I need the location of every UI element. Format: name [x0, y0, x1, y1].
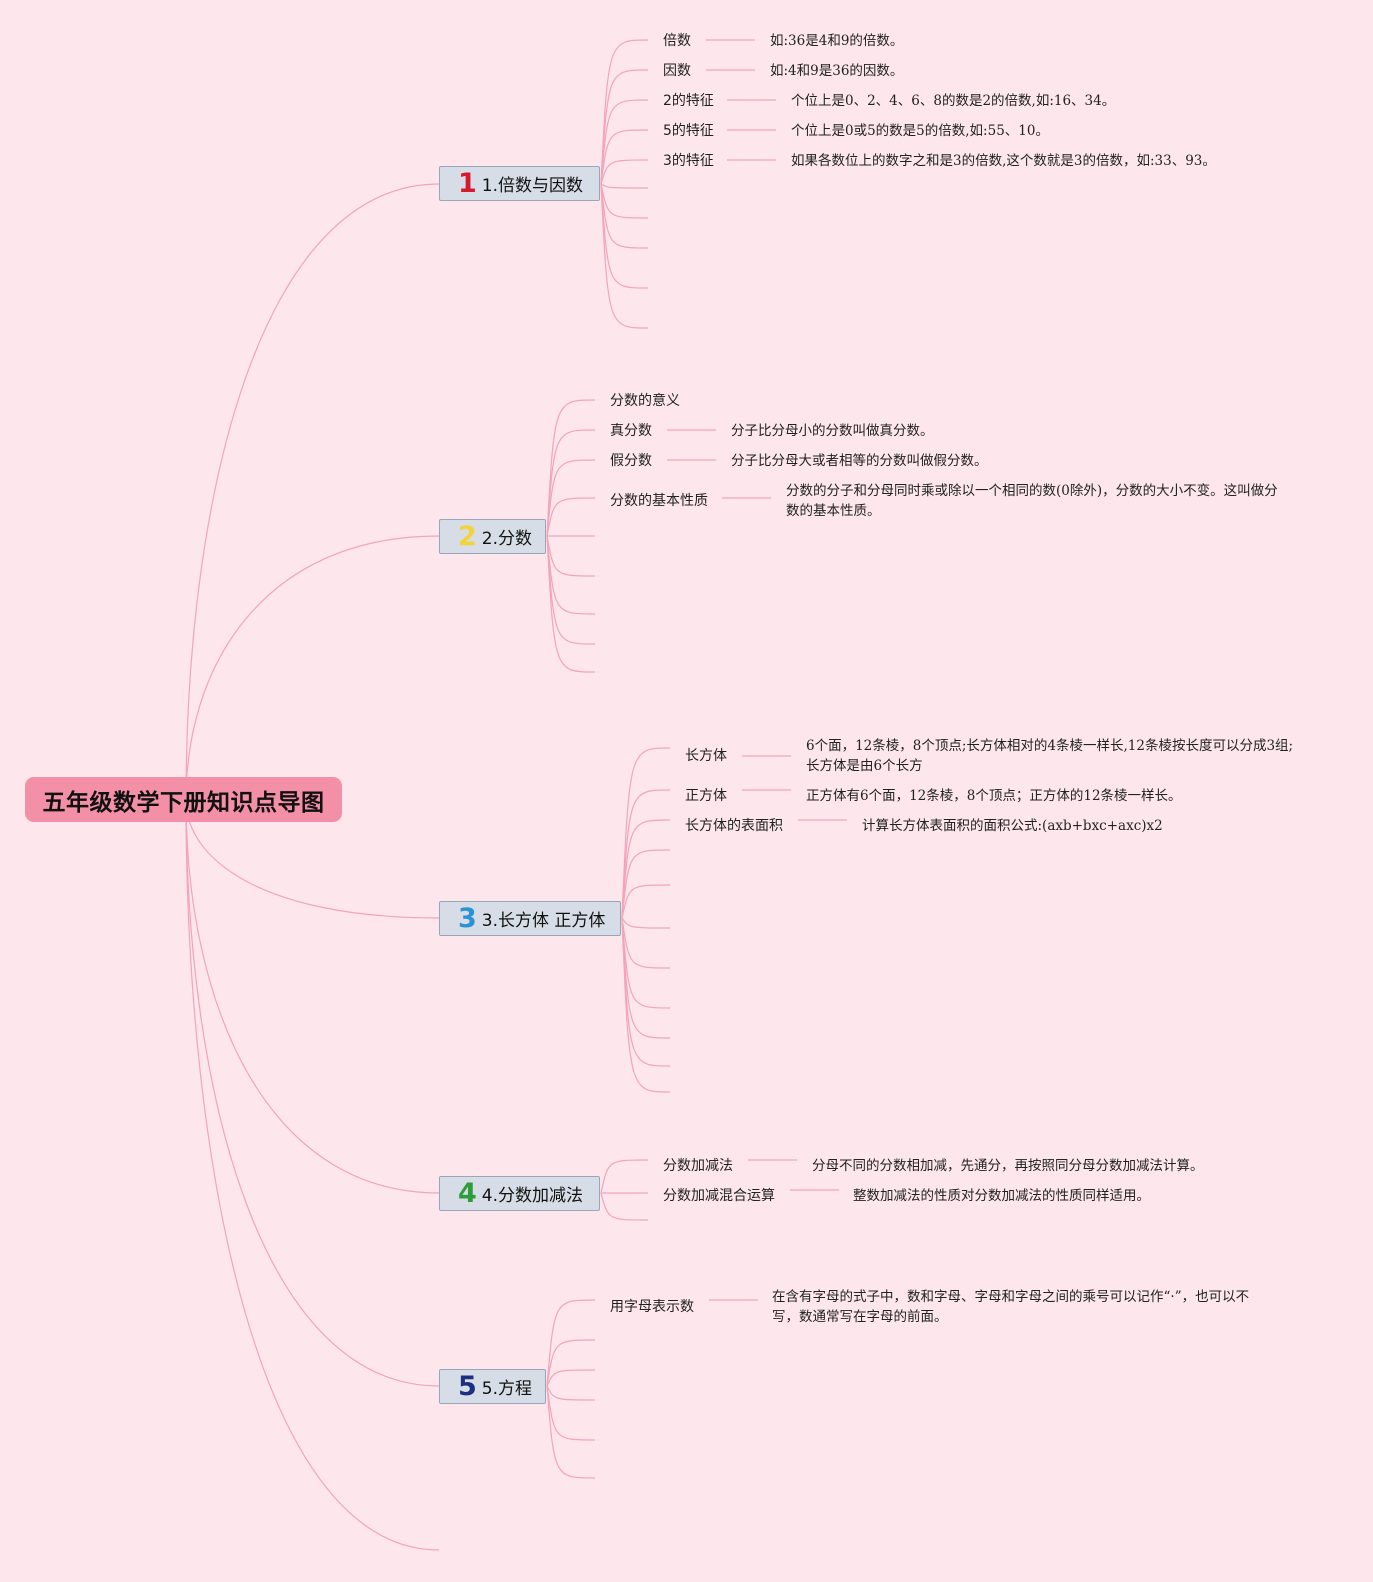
topic-detail: 如:36是4和9的倍数。	[770, 33, 904, 49]
topic-link	[600, 183, 649, 329]
topic-detail: 分母不同的分数相加减，先通分，再按照同分母分数加减法计算。	[812, 1158, 1204, 1174]
topic-label[interactable]: 因数	[663, 63, 691, 79]
topic-link	[600, 1192, 649, 1221]
topic-link	[621, 917, 671, 1009]
topic-link	[621, 849, 671, 919]
topic-link	[600, 183, 649, 249]
topic-link	[621, 884, 671, 919]
topic-label[interactable]: 用字母表示数	[610, 1299, 694, 1315]
topic-detail: 如:4和9是36的因数。	[770, 63, 904, 79]
root-link	[185, 799, 440, 1194]
topic-link	[600, 99, 649, 185]
branch-label: 4.分数加减法	[481, 1186, 584, 1206]
topic-link	[546, 497, 596, 537]
root-title: 五年级数学下册知识点导图	[42, 789, 325, 816]
branch-label: 3.长方体 正方体	[481, 911, 606, 931]
topic-label[interactable]: 5的特征	[663, 123, 714, 139]
branch-number-icon: 4	[458, 1178, 477, 1209]
root-node[interactable]: 五年级数学下册知识点导图	[25, 777, 342, 822]
topic-link	[600, 129, 649, 185]
branch-number-icon: 3	[458, 903, 477, 934]
topic-link	[546, 535, 596, 577]
topic-link	[621, 917, 671, 929]
branch-number-icon: 5	[458, 1371, 477, 1402]
topic-label[interactable]: 真分数	[610, 423, 652, 439]
topic-link	[546, 1339, 596, 1387]
topic-label[interactable]: 长方体	[685, 748, 727, 764]
topic-link	[600, 183, 649, 189]
topic-detail: 分子比分母小的分数叫做真分数。	[731, 423, 934, 439]
topic-link	[621, 917, 671, 1039]
topic-label[interactable]: 分数的基本性质	[610, 493, 708, 509]
topic-label[interactable]: 2的特征	[663, 93, 714, 109]
branch-label: 5.方程	[481, 1379, 533, 1399]
topic-detail: 在含有字母的式子中，数和字母、字母和字母之间的乘号可以记作“·”，也可以不写，数…	[772, 1289, 1250, 1325]
topic-detail: 分子比分母大或者相等的分数叫做假分数。	[731, 453, 988, 469]
branch-equations[interactable]: 5 5.方程	[439, 1369, 546, 1404]
topic-label[interactable]: 分数的意义	[610, 393, 680, 409]
root-link	[185, 799, 440, 1551]
topic-detail: 整数加减法的性质对分数加减法的性质同样适用。	[853, 1188, 1150, 1204]
root-link	[185, 183, 440, 801]
root-link	[185, 799, 440, 919]
topic-link	[621, 789, 671, 919]
topic-link	[546, 1385, 596, 1441]
branch-multiples-factors[interactable]: 1 1.倍数与因数	[439, 166, 600, 201]
topic-detail: 正方体有6个面，12条棱，8个顶点；正方体的12条棱一样长。	[806, 788, 1182, 804]
topic-detail: 计算长方体表面积的面积公式:(axb+bxc+axc)x2	[862, 818, 1163, 834]
topic-label[interactable]: 3的特征	[663, 153, 714, 169]
topic-detail: 个位上是0或5的数是5的倍数,如:55、10。	[791, 123, 1049, 139]
topic-link	[546, 459, 596, 537]
topic-detail: 6个面，12条棱，8个顶点;长方体相对的4条棱一样长,12条棱按长度可以分成3组…	[806, 738, 1294, 774]
topic-link	[600, 39, 649, 185]
topic-detail: 如果各数位上的数字之和是3的倍数,这个数就是3的倍数，如:33、93。	[791, 153, 1216, 169]
branch-number-icon: 1	[458, 168, 477, 199]
topic-link	[600, 69, 649, 185]
topic-link	[600, 183, 649, 219]
topic-link	[546, 1369, 596, 1387]
topic-label[interactable]: 长方体的表面积	[685, 818, 783, 834]
topic-link	[600, 183, 649, 289]
topic-link	[621, 747, 671, 919]
topic-label[interactable]: 倍数	[663, 33, 691, 49]
topic-link	[600, 1159, 649, 1194]
topic-link	[621, 917, 671, 969]
topic-label[interactable]: 分数加减混合运算	[663, 1188, 775, 1204]
root-link	[185, 535, 440, 801]
topic-detail: 个位上是0、2、4、6、8的数是2的倍数,如:16、34。	[791, 93, 1116, 109]
branch-cuboid-cube[interactable]: 3 3.长方体 正方体	[439, 901, 621, 936]
branch-number-icon: 2	[458, 521, 477, 552]
topic-link	[546, 1385, 596, 1401]
branch-label: 1.倍数与因数	[481, 176, 584, 196]
topic-label[interactable]: 正方体	[685, 788, 727, 804]
branch-label: 2.分数	[481, 529, 533, 549]
topic-detail: 分数的分子和分母同时乘或除以一个相同的数(0除外)，分数的大小不变。这叫做分数的…	[786, 483, 1278, 519]
topic-label[interactable]: 假分数	[610, 453, 652, 469]
topic-link	[621, 819, 671, 919]
branch-fraction-add-subtract[interactable]: 4 4.分数加减法	[439, 1176, 600, 1211]
topic-link	[546, 399, 596, 537]
topic-link	[546, 1385, 596, 1479]
root-link	[185, 799, 440, 1387]
topic-link	[546, 429, 596, 537]
topic-link	[546, 535, 596, 673]
topic-link	[621, 917, 671, 1093]
branch-fractions[interactable]: 2 2.分数	[439, 519, 546, 554]
topic-label[interactable]: 分数加减法	[663, 1158, 733, 1174]
topic-link	[546, 1299, 596, 1387]
topic-link	[546, 535, 596, 645]
topic-link	[600, 159, 649, 185]
